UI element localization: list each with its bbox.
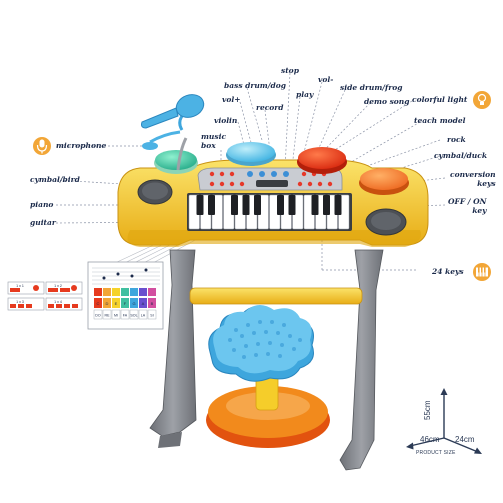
- songbook-note: SOL: [130, 314, 137, 318]
- label-colorful-light: colorful light: [412, 95, 468, 104]
- label-play: play: [296, 90, 314, 99]
- songbook-note: SI: [150, 314, 153, 318]
- black-key: [277, 195, 284, 215]
- product-size-caption: PRODUCT SIZE: [416, 450, 456, 456]
- microphone-icon: [33, 137, 51, 155]
- dimension-arrows: [406, 388, 482, 454]
- songbook-note-cell: [93, 309, 103, 320]
- black-key: [208, 195, 215, 215]
- black-key: [231, 195, 238, 215]
- label-record: record: [256, 103, 284, 112]
- microphone-stand: [141, 94, 205, 171]
- duration-label: 1 x 3: [16, 300, 24, 304]
- songbook-note: DO: [95, 314, 101, 318]
- songbook-letter: F: [124, 301, 127, 306]
- dimension-depth: 24cm: [455, 435, 475, 444]
- songbook-note-cell: [102, 309, 112, 320]
- label-teach-model: teach model: [414, 116, 466, 125]
- label-microphone: microphone: [56, 141, 107, 150]
- label-demo-song: demo song: [364, 97, 410, 106]
- songbook-note: MI: [114, 314, 118, 318]
- songbook-note: RE: [105, 314, 111, 318]
- piano-keys-icon: [473, 263, 491, 281]
- songbook-note-cell: [138, 309, 148, 320]
- black-key: [288, 195, 296, 215]
- label-violin: violin: [214, 116, 238, 125]
- label-rock: rock: [447, 135, 466, 144]
- black-key: [334, 195, 342, 215]
- label-24-keys: 24 keys: [432, 267, 464, 276]
- piano-keys: [188, 194, 350, 230]
- black-key: [311, 195, 319, 215]
- duration-legend: [7, 281, 83, 311]
- songbook-letter: A: [142, 301, 145, 306]
- label-vol-plus: vol+: [222, 95, 241, 104]
- function-buttons: [209, 171, 333, 187]
- label-side-drum-frog: side drum/frog: [340, 83, 403, 92]
- label-conversion-keys: conversion keys: [450, 170, 496, 189]
- label-vol-minus: vol-: [318, 75, 334, 84]
- songbook-letter: G: [132, 301, 135, 306]
- black-key: [323, 195, 330, 215]
- songbook-letter: D: [106, 301, 109, 306]
- songbook-note: FA: [123, 314, 128, 318]
- songbook-note-cell: [147, 309, 157, 320]
- stand: [149, 249, 384, 471]
- lightbulb-icon: [473, 91, 491, 109]
- black-key: [254, 195, 261, 215]
- songbook-note-cell: [111, 309, 121, 320]
- duration-label: 1 x 1: [16, 284, 24, 288]
- label-guitar: guitar: [30, 218, 56, 227]
- songbook-letter: B: [151, 301, 154, 306]
- black-key: [196, 195, 204, 215]
- duration-label: 1 x 2: [54, 284, 62, 288]
- label-cymbal-bird: cymbal/bird: [30, 175, 80, 184]
- label-cymbal-duck: cymbal/duck: [434, 151, 488, 160]
- songbook-note-cell: [129, 309, 139, 320]
- songbook-letter: E: [115, 301, 118, 306]
- songbook-note: LA: [141, 314, 146, 318]
- duration-label: 1 x 4: [54, 300, 62, 304]
- duration-text: 1 x 1 1 x 2 1 x 3 1 x 4: [16, 284, 62, 304]
- stool: [206, 304, 330, 448]
- label-stop: stop: [281, 66, 299, 75]
- black-key: [242, 195, 250, 215]
- label-piano: piano: [30, 200, 54, 209]
- label-music-box: music box: [201, 132, 227, 151]
- label-bass-drum-dog: bass drum/dog: [224, 81, 286, 90]
- keyboard-body: [117, 142, 429, 247]
- songbook-letter: C: [97, 301, 100, 306]
- dimension-height: 55cm: [423, 400, 432, 420]
- dimension-width: 46cm: [420, 435, 440, 444]
- label-off-on-key: OFF / ON key: [448, 197, 487, 216]
- songbook-note-cell: [120, 309, 130, 320]
